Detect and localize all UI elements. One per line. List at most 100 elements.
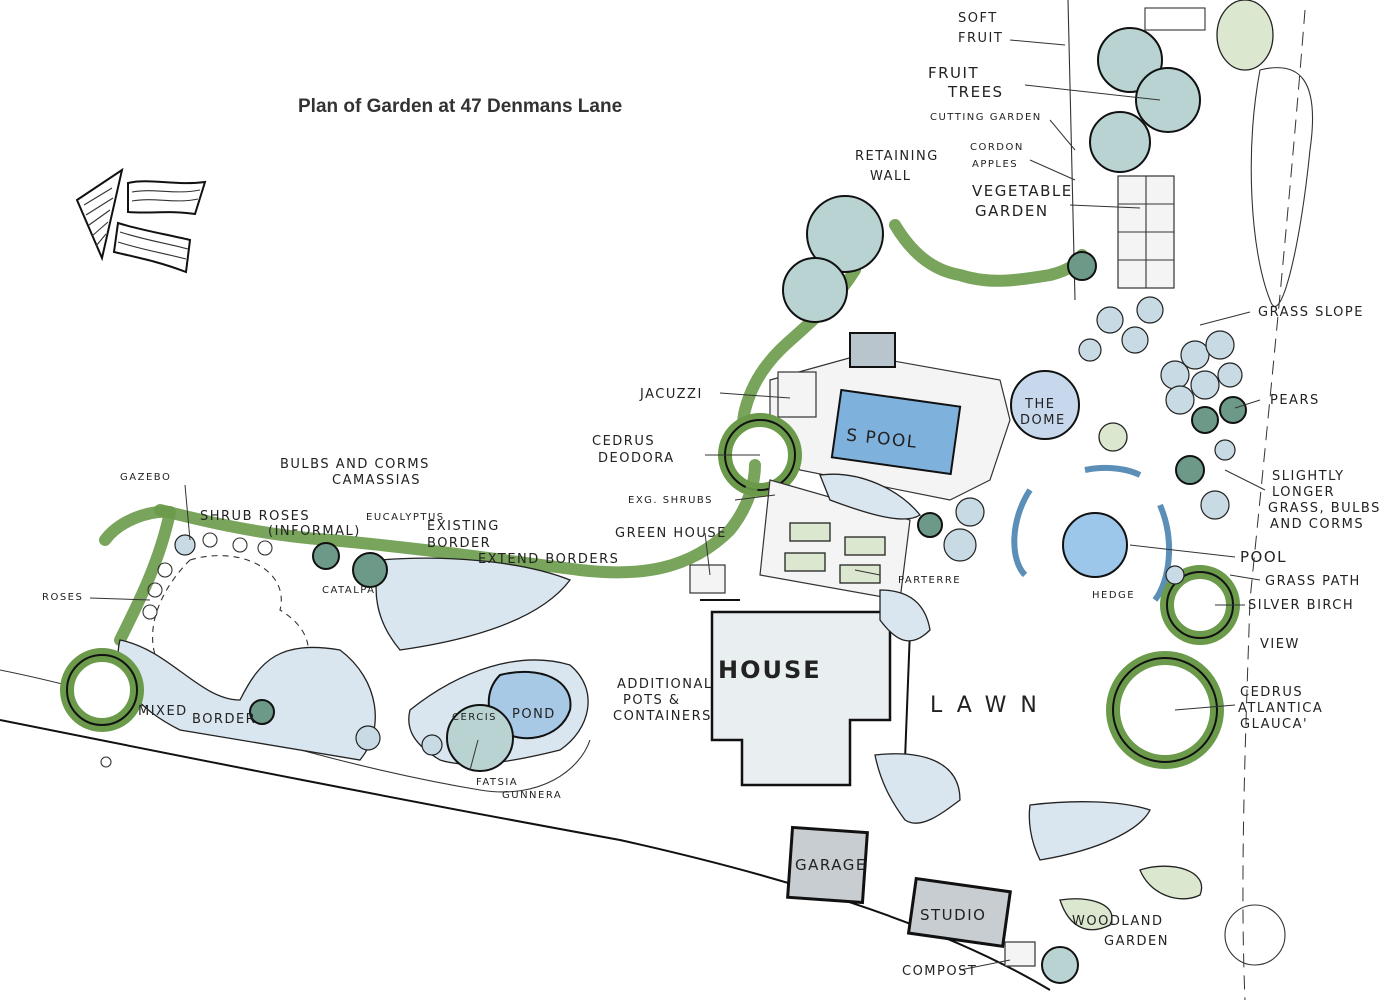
- retaining-wall-hedge: [889, 219, 1088, 287]
- shrub-roses-label-1: SHRUB ROSES: [200, 509, 310, 524]
- s-pool[interactable]: [830, 388, 962, 476]
- grass-slope-label: GRASS SLOPE: [1258, 305, 1364, 320]
- the-dome[interactable]: [1010, 370, 1080, 440]
- east-grass-slope-bed: [1250, 67, 1314, 307]
- extend-borders-label: EXTEND BORDERS: [478, 552, 619, 567]
- garage-label: GARAGE: [795, 856, 867, 874]
- fruit-trees: [1089, 27, 1201, 173]
- tree-north-1: [806, 195, 884, 273]
- eucalyptus-tree: [312, 542, 340, 570]
- hedge-label: HEDGE: [1092, 590, 1135, 601]
- plan-title: Plan of Garden at 47 Denmans Lane: [298, 96, 622, 117]
- vegetable-garden-label-1: VEGETABLE: [972, 182, 1073, 200]
- eucalyptus-label: EUCALYPTUS: [366, 512, 445, 523]
- view-label: VIEW: [1260, 637, 1300, 652]
- border-hedge: [154, 459, 761, 579]
- cercis-tree: [421, 734, 443, 756]
- gazebo-label: GAZEBO: [120, 472, 171, 483]
- jacuzzi-label: JACUZZI: [639, 387, 703, 402]
- jacuzzi[interactable]: [777, 371, 817, 418]
- soft-fruit-label-1: SOFT: [958, 11, 998, 26]
- gazebo[interactable]: [174, 534, 196, 556]
- longer-grass-label-3: GRASS, BULBS: [1268, 501, 1381, 516]
- cedrus-deodora-label-2: DEODORA: [598, 451, 675, 466]
- mixed-border-tree: [249, 699, 275, 725]
- garage[interactable]: [786, 825, 869, 905]
- retaining-wall-tree: [1067, 251, 1097, 281]
- boundary-far-east-dashed: [1242, 9, 1306, 1000]
- exg-shrubs-bed: [819, 473, 921, 520]
- grass-path-label: GRASS PATH: [1265, 574, 1361, 589]
- pool-hedge-arc: [1011, 488, 1033, 578]
- soft-fruit-label-2: FRUIT: [958, 31, 1003, 46]
- boundary-east: [1067, 0, 1076, 301]
- house-label: HOUSE: [718, 656, 822, 684]
- top-right-tree: [1216, 0, 1274, 71]
- cedrus-deodora-label-1: CEDRUS: [592, 434, 655, 449]
- terrace-planter-1: [849, 332, 896, 368]
- boundary-marker: [100, 756, 112, 768]
- vegetable-garden: [1117, 175, 1175, 289]
- compost-label: COMPOST: [902, 964, 977, 979]
- cedrus-atlantica-outline: [1112, 657, 1218, 763]
- shrub-roses-label-2: (INFORMAL): [268, 524, 361, 539]
- gunnera-label: GUNNERA: [502, 790, 562, 801]
- studio[interactable]: [906, 876, 1012, 948]
- silver-birch-label: SILVER BIRCH: [1248, 598, 1354, 613]
- cedrus-atlantica-label-3: GLAUCA': [1240, 717, 1308, 732]
- bulbs-corms-label-1: BULBS AND CORMS: [280, 457, 430, 472]
- fatsia-label: FATSIA: [476, 777, 518, 788]
- cordon-apples-label-2: APPLES: [972, 159, 1018, 170]
- fruit-trees-label-2: TREES: [947, 83, 1004, 101]
- house[interactable]: [710, 610, 892, 787]
- woodland-garden-label-2: GARDEN: [1104, 934, 1169, 949]
- leader-lines: [89, 39, 1266, 971]
- mixed-border: [117, 639, 376, 761]
- mixed-border-label-1: MIXED: [138, 704, 188, 719]
- compost[interactable]: [1004, 941, 1036, 967]
- catalpa-tree: [352, 552, 388, 588]
- cutting-garden-label: CUTTING GARDEN: [930, 112, 1042, 123]
- retaining-wall-label-1: RETAINING: [855, 149, 939, 164]
- gazebo-hedge: [99, 505, 176, 646]
- green-house-label: GREEN HOUSE: [615, 526, 727, 541]
- terrace-shrubs: [917, 296, 1164, 562]
- the-dome-label-2: DOME: [1020, 413, 1066, 428]
- roses-circles: [142, 532, 273, 620]
- longer-grass-label-1: SLIGHTLY: [1272, 469, 1345, 484]
- pond-label: POND: [512, 707, 556, 722]
- retaining-wall-label-2: WALL: [870, 169, 912, 184]
- roses-label: ROSES: [42, 592, 83, 603]
- fruit-trees-label-1: FRUIT: [928, 64, 979, 82]
- parterre-label: PARTERRE: [898, 575, 961, 586]
- roses-tree-outline: [66, 654, 138, 726]
- exg-shrubs-label: EXG. SHRUBS: [628, 495, 713, 506]
- green-house[interactable]: [689, 564, 726, 594]
- pears-label: PEARS: [1270, 393, 1320, 408]
- lawn-label: LAWN: [930, 693, 1051, 718]
- longer-grass-label-2: LONGER: [1272, 485, 1335, 500]
- woodland-tree: [1041, 946, 1079, 984]
- round-pool[interactable]: [1062, 512, 1128, 578]
- cedrus-atlantica-label-2: ATLANTICA: [1238, 701, 1323, 716]
- vegetable-garden-label-2: GARDEN: [975, 202, 1049, 220]
- catalpa-label: CATALPA: [322, 585, 376, 596]
- border-shrub: [355, 725, 381, 751]
- lawn-bed-3: [879, 589, 931, 642]
- pool-right-label: POOL: [1240, 548, 1287, 566]
- longer-grass-label-4: AND CORMS: [1270, 517, 1364, 532]
- woodland-garden: [1059, 898, 1113, 931]
- lawn-bed-2: [1028, 801, 1151, 861]
- woodland-bed-2: [1139, 865, 1203, 900]
- existing-border-label-2: BORDER: [427, 536, 491, 551]
- right-shrub-bank: [1160, 330, 1247, 585]
- studio-label: STUDIO: [920, 906, 986, 924]
- cedrus-atlantica-label-1: CEDRUS: [1240, 685, 1303, 700]
- additional-pots-label-1: ADDITIONAL: [617, 677, 713, 692]
- tree-north-2: [782, 257, 848, 323]
- north-arrow-icon: [75, 167, 207, 274]
- existing-border-label-1: EXISTING: [427, 519, 500, 534]
- pool-arc-bottom: [1084, 464, 1142, 478]
- woodland-garden-label-1: WOODLAND: [1072, 914, 1164, 929]
